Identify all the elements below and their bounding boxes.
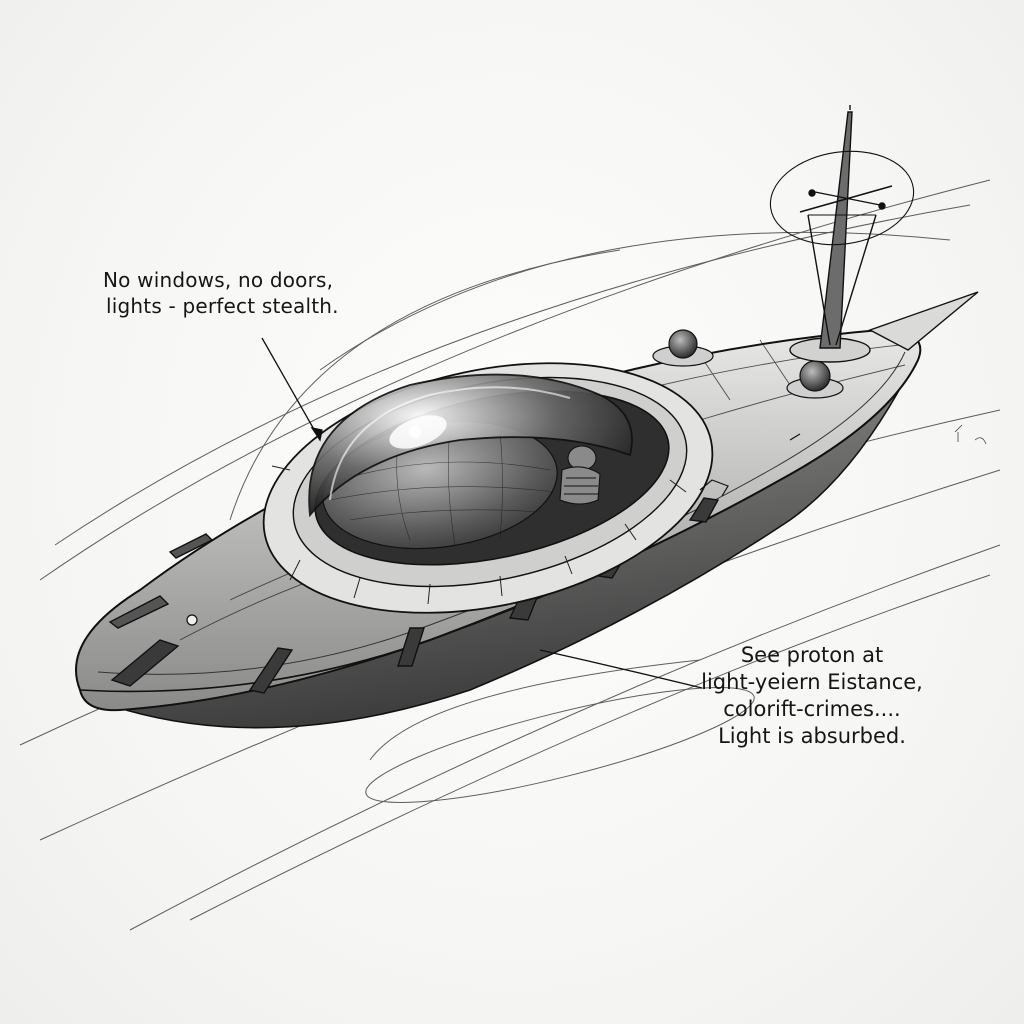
light-annotation-line-2: light-yeiern Eistance, [701, 669, 923, 694]
deck-sensors [652, 329, 844, 399]
light-annotation-line-3: colorift-crimes.... [723, 696, 901, 721]
light-annotation: See proton at light-yeiern Eistance, col… [697, 642, 927, 750]
pilot [559, 445, 601, 505]
stealth-annotation: No windows, no doors, lights - perfect s… [103, 268, 339, 319]
ring-segments [271, 465, 687, 605]
stealth-annotation-line-2: lights - perfect stealth. [106, 293, 339, 318]
stealth-annotation-line-1: No windows, no doors, [103, 268, 334, 292]
antenna [769, 105, 915, 363]
light-annotation-line-4: Light is absurbed. [718, 723, 906, 748]
light-annotation-line-1: See proton at [740, 643, 884, 667]
signature-scribble [954, 424, 987, 445]
dome-glare [389, 415, 447, 449]
glass-dome [308, 373, 633, 518]
deck-markings [186, 433, 801, 626]
nose-spike [868, 291, 979, 351]
leader-lines [261, 337, 703, 689]
